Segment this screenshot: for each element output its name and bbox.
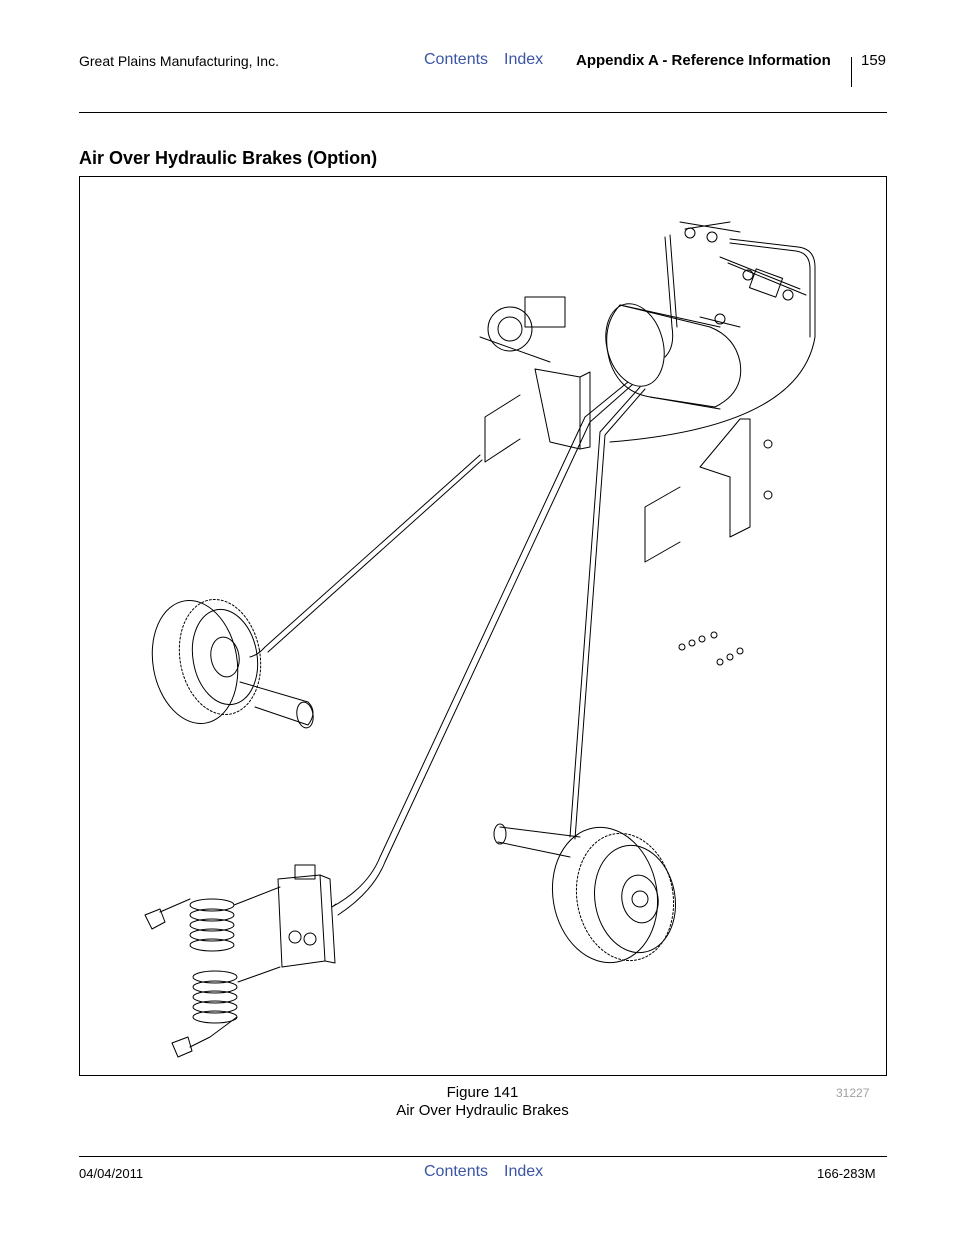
figure-caption: Figure 141 Air Over Hydraulic Brakes — [330, 1084, 635, 1120]
header-index-link[interactable]: Index — [504, 51, 544, 68]
coiled-hose-upper — [144, 886, 281, 952]
control-valve — [679, 221, 807, 328]
mount-bracket-right — [644, 418, 773, 563]
hub-drum-left — [151, 598, 314, 729]
hub-drum-right — [493, 823, 676, 964]
section-title: Appendix A - Reference Information — [576, 52, 831, 69]
page-title: Air Over Hydraulic Brakes (Option) — [79, 148, 378, 168]
coiled-hose-lower — [171, 966, 281, 1058]
air-tank — [605, 303, 742, 410]
figure-caption-text: Air Over Hydraulic Brakes — [396, 1102, 569, 1119]
mount-bracket-left — [484, 368, 591, 463]
header-rule — [79, 112, 887, 113]
hardware-set — [678, 631, 744, 666]
figure-number: Figure 141 — [446, 1084, 519, 1101]
brake-system-drawing — [144, 221, 816, 1058]
air-actuator — [479, 296, 566, 363]
master-cylinder — [277, 864, 336, 968]
footer-rule — [79, 1156, 887, 1157]
footer-contents-link[interactable]: Contents — [424, 1163, 489, 1180]
brake-lines — [249, 234, 816, 916]
footer-doc-number: 166-283M — [817, 1166, 876, 1181]
footer-index-link[interactable]: Index — [504, 1163, 544, 1180]
header-contents-link[interactable]: Contents — [424, 51, 489, 68]
page-number: 159 — [861, 52, 887, 69]
company-name: Great Plains Manufacturing, Inc. — [79, 53, 279, 69]
footer-date: 04/04/2011 — [79, 1166, 144, 1181]
figure-frame — [79, 176, 887, 1076]
header-divider — [851, 57, 852, 87]
drawing-code: 31227 — [836, 1086, 870, 1100]
